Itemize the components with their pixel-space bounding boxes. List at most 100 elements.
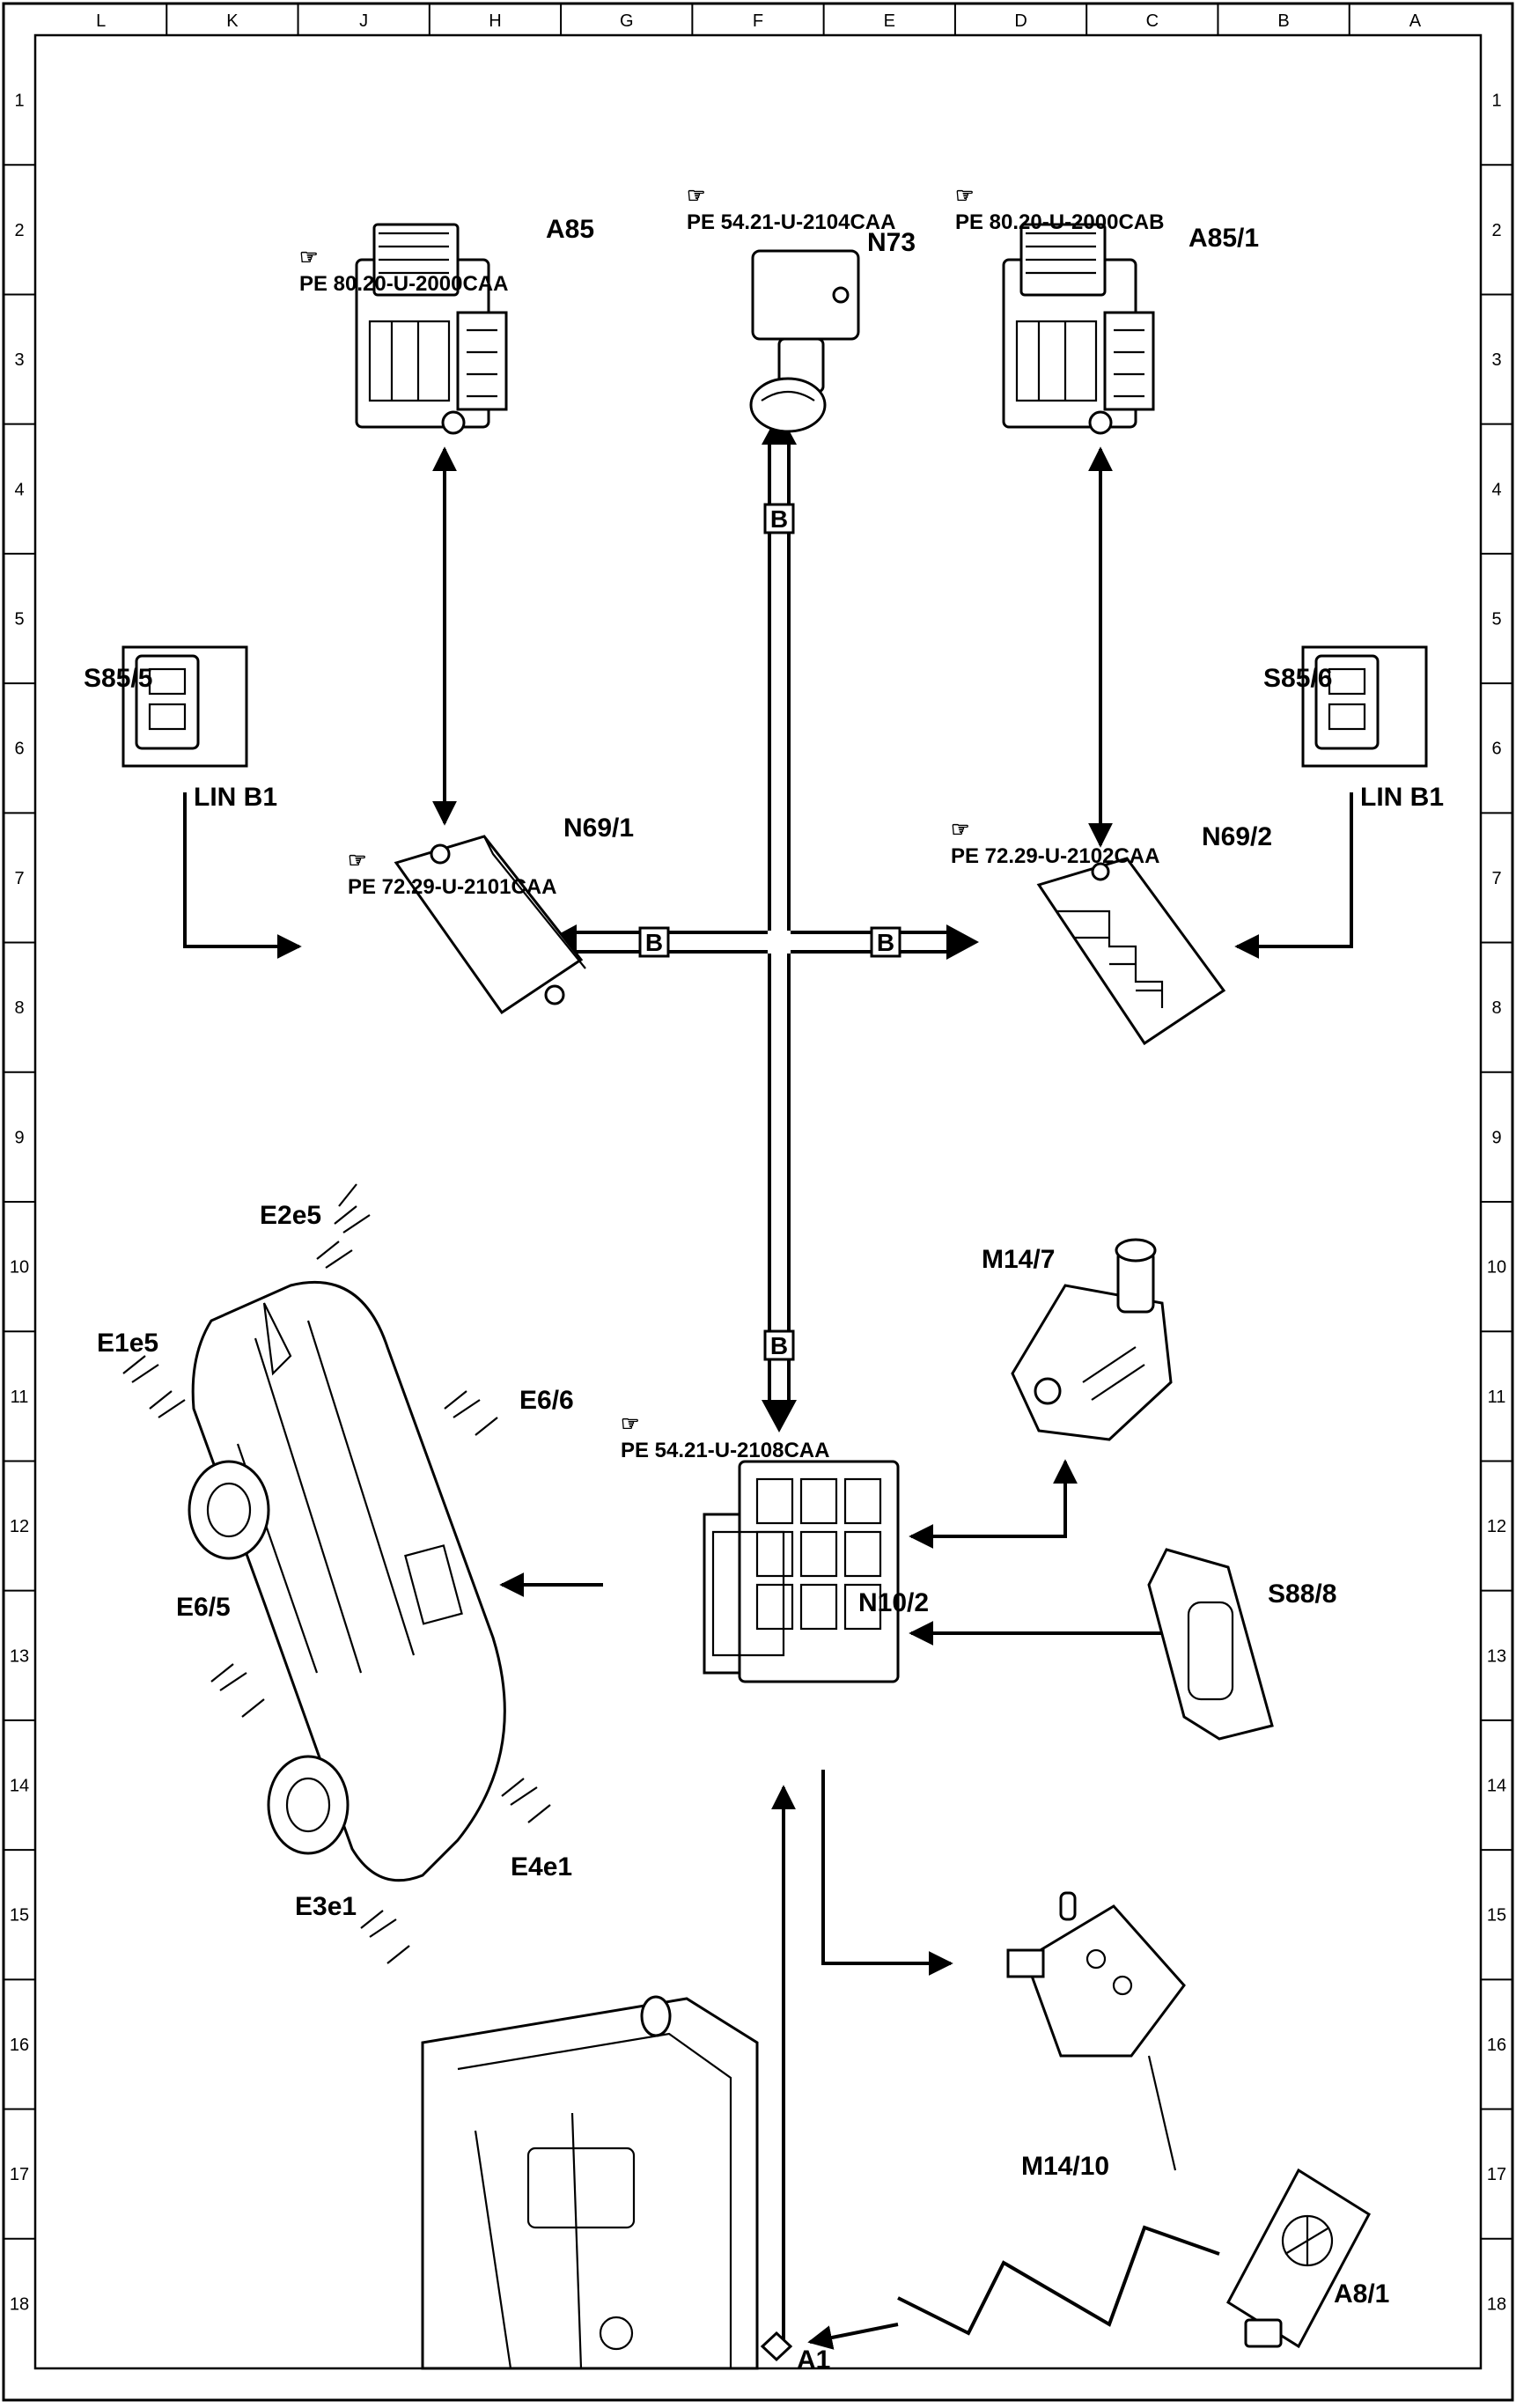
row-number-11: 11	[11, 1388, 29, 1407]
a85-ref-text: PE 80.20-U-2000CAA	[299, 272, 508, 296]
row-number-5: 5	[14, 610, 24, 630]
component-s88-8[interactable]: S88/8	[1147, 1548, 1336, 1741]
row-number-14: 14	[10, 1777, 29, 1796]
row-number-15: 15	[1487, 1906, 1506, 1926]
n69-2-ref-icon: ☞	[951, 818, 970, 842]
light-e1e5-label: E1e5	[97, 1329, 158, 1358]
row-number-18: 18	[1487, 2294, 1506, 2314]
n69-1-ref-icon: ☞	[348, 849, 367, 873]
a85-1-ref-text: PE 80.20-U-2000CAB	[955, 210, 1164, 234]
row-number-6: 6	[14, 740, 24, 759]
n69-1-label: N69/1	[563, 814, 634, 843]
s88-8-label: S88/8	[1268, 1580, 1336, 1609]
row-number-7: 7	[1491, 869, 1501, 888]
component-a8-1[interactable]: A8/1	[1226, 2168, 1389, 2349]
vehicle-illustration	[188, 1280, 506, 1882]
radio-signal-zigzag	[897, 2225, 1220, 2336]
n10-2-label: N10/2	[858, 1588, 929, 1617]
m14-10-label: M14/10	[1021, 2152, 1109, 2181]
column-letter-a: A	[1409, 11, 1422, 31]
row-number-17: 17	[1487, 2165, 1506, 2184]
column-letter-g: G	[620, 11, 634, 31]
component-a85-1[interactable]: A85/1 ☞ PE 80.20-U-2000CAB	[955, 184, 1259, 435]
a85-1-label: A85/1	[1189, 224, 1259, 253]
row-number-2: 2	[1491, 221, 1501, 240]
bus-tag-upper: B	[763, 503, 795, 534]
row-number-9: 9	[14, 1128, 24, 1147]
light-e4e1-label: E4e1	[511, 1852, 572, 1881]
a1-label: A1	[797, 2345, 830, 2375]
component-a85[interactable]: A85 ☞ PE 80.20-U-2000CAA	[299, 215, 594, 435]
component-m14-10[interactable]: M14/10	[1006, 1891, 1186, 2181]
component-n10-2[interactable]: N10/2 ☞ PE 54.21-U-2108CAA	[621, 1412, 929, 1683]
light-e4e1: E4e1	[501, 1778, 572, 1881]
component-a1[interactable]: A1	[421, 1995, 830, 2375]
component-s85-5[interactable]: S85/5	[84, 645, 248, 768]
n73-ref-icon: ☞	[687, 184, 706, 208]
row-number-13: 13	[10, 1646, 29, 1666]
n69-2-label: N69/2	[1202, 822, 1272, 851]
row-number-16: 16	[1487, 2036, 1506, 2055]
column-letter-k: K	[226, 11, 239, 31]
component-n69-2[interactable]: N69/2 ☞ PE 72.29-U-2102CAA	[951, 818, 1272, 1046]
column-letter-j: J	[359, 11, 368, 31]
a85-1-ref-icon: ☞	[955, 184, 975, 208]
component-n73[interactable]: N73 ☞ PE 54.21-U-2104CAA	[687, 184, 916, 433]
row-number-13: 13	[1487, 1646, 1506, 1666]
bus-tag-left: B	[638, 926, 670, 958]
n69-1-ref-text: PE 72.29-U-2101CAA	[348, 875, 556, 899]
row-number-2: 2	[14, 221, 24, 240]
bus-tag-left-label: B	[645, 929, 663, 956]
row-number-8: 8	[1491, 998, 1501, 1018]
row-number-3: 3	[14, 350, 24, 370]
column-letter-c: C	[1146, 11, 1159, 31]
n73-ref-text: PE 54.21-U-2104CAA	[687, 210, 895, 234]
component-n69-1[interactable]: N69/1 ☞ PE 72.29-U-2101CAA	[348, 814, 634, 1015]
a85-ref: ☞ PE 80.20-U-2000CAA	[299, 246, 508, 296]
row-number-18: 18	[10, 2294, 29, 2314]
row-number-6: 6	[1491, 740, 1501, 759]
row-number-12: 12	[1487, 1517, 1506, 1536]
m14-7-label: M14/7	[982, 1245, 1055, 1274]
row-number-15: 15	[10, 1906, 29, 1926]
column-letter-f: F	[753, 11, 763, 31]
can-bus-b: B B B B	[544, 412, 979, 1432]
bus-tag-upper-label: B	[770, 505, 788, 533]
row-number-11: 11	[1488, 1388, 1506, 1407]
row-number-10: 10	[10, 1258, 29, 1278]
inner-frame	[33, 33, 1483, 2370]
row-number-1: 1	[1491, 92, 1501, 111]
row-number-16: 16	[10, 2036, 29, 2055]
bus-tag-lower-label: B	[770, 1332, 788, 1359]
row-number-14: 14	[1487, 1777, 1506, 1796]
bus-tag-right: B	[870, 926, 902, 958]
light-e2e5-label: E2e5	[260, 1201, 321, 1230]
column-letter-h: H	[489, 11, 501, 31]
component-s85-6[interactable]: S85/6	[1263, 645, 1428, 768]
n10-2-ref-text: PE 54.21-U-2108CAA	[621, 1439, 829, 1462]
n73-label: N73	[867, 228, 916, 257]
row-number-10: 10	[1487, 1258, 1506, 1278]
row-number-4: 4	[1491, 480, 1501, 499]
a8-1-label: A8/1	[1334, 2279, 1389, 2309]
row-number-8: 8	[14, 998, 24, 1018]
light-e6-5-label: E6/5	[176, 1593, 231, 1622]
bus-tag-lower: B	[763, 1329, 795, 1361]
light-e2e5: E2e5	[260, 1183, 371, 1269]
light-e3e1-label: E3e1	[295, 1892, 357, 1921]
row-number-12: 12	[10, 1517, 29, 1536]
a85-ref-icon: ☞	[299, 246, 319, 269]
lin-b1-left-label: LIN B1	[194, 783, 277, 812]
light-e3e1: E3e1	[295, 1892, 410, 1964]
row-number-5: 5	[1491, 610, 1501, 630]
component-m14-7[interactable]: M14/7	[982, 1238, 1173, 1441]
column-letter-l: L	[96, 11, 106, 31]
lin-b1-right: LIN B1	[1234, 783, 1444, 959]
column-letter-d: D	[1014, 11, 1027, 31]
column-letter-b: B	[1277, 11, 1289, 31]
